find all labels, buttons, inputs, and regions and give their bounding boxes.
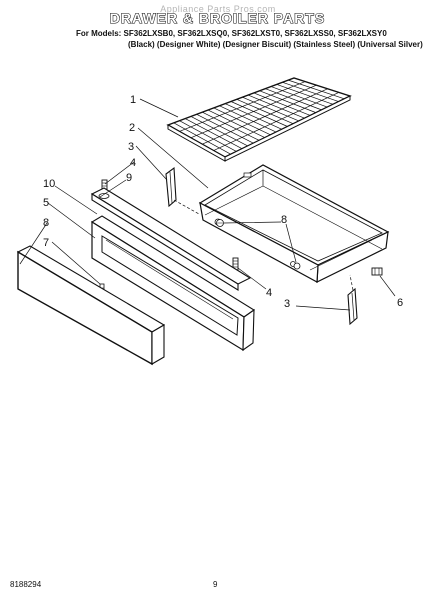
- part-6-clip: [371, 267, 383, 276]
- page-number: 9: [213, 580, 218, 589]
- part-1-broiler-grid: [166, 77, 352, 162]
- callout-5: 5: [43, 197, 49, 209]
- callout-8-right: 8: [281, 214, 287, 226]
- part-7-outer-drawer-panel: [16, 245, 166, 366]
- callout-6: 6: [397, 297, 403, 309]
- leader-lines: [19, 98, 396, 311]
- document-number: 8188294: [10, 580, 42, 589]
- callout-4-lower: 4: [266, 287, 272, 299]
- callout-10: 10: [43, 178, 55, 190]
- callout-4-top: 4: [130, 157, 136, 169]
- part-3-drawer-slide-right: [347, 274, 358, 326]
- page-title: DRAWER & BROILER PARTS: [109, 9, 326, 26]
- callout-7: 7: [43, 237, 49, 249]
- callout-9: 9: [126, 172, 132, 184]
- callout-2: 2: [129, 122, 135, 134]
- callout-1: 1: [130, 94, 136, 106]
- callout-3-top: 3: [128, 141, 134, 153]
- part-9-trim-bar: [90, 187, 252, 291]
- part-8-screw-drawer-left: [216, 219, 224, 227]
- watermark-text: Appliance Parts Pros.com: [160, 4, 276, 14]
- part-5-drawer-front-panel: [90, 215, 255, 352]
- model-variants: (Black) (Designer White) (Designer Biscu…: [128, 40, 423, 49]
- model-list: For Models: SF362LXSB0, SF362LXSQ0, SF36…: [76, 29, 387, 38]
- callout-3-lower: 3: [284, 298, 290, 310]
- part-8-screw-drawer-right: [293, 262, 301, 270]
- part-3-drawer-slide-left: [165, 166, 200, 215]
- callout-8-left: 8: [43, 217, 49, 229]
